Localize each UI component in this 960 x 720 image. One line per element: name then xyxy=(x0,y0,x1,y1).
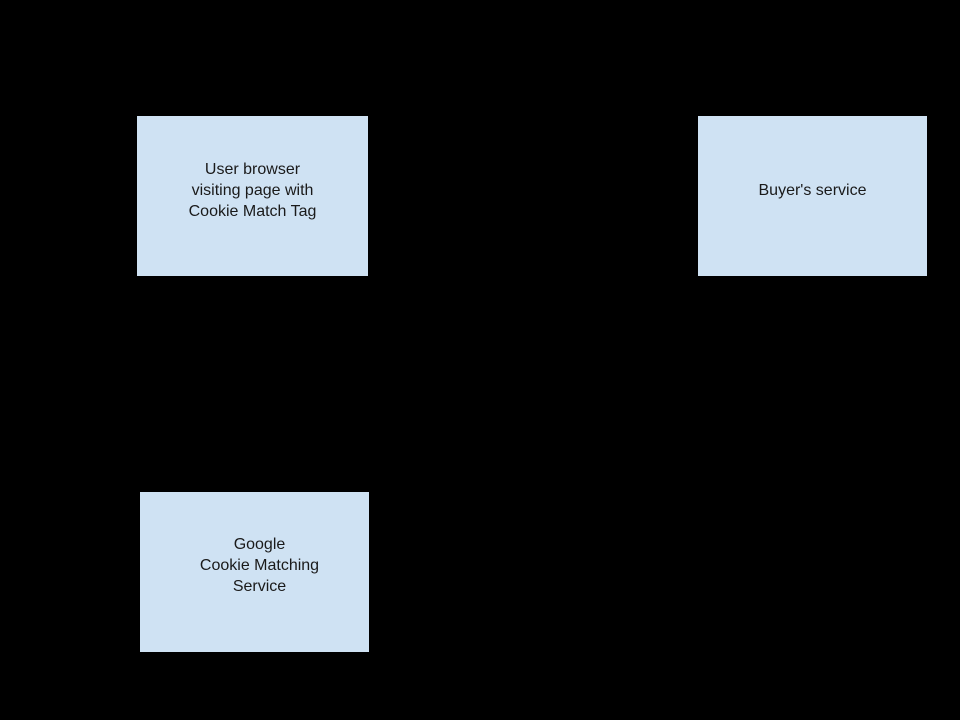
node-buyers-service-label: Buyer's service xyxy=(758,181,867,199)
node-user-browser: User browser visiting page with Cookie M… xyxy=(136,115,369,277)
node-google-cookie-matching-service: Google Cookie Matching Service xyxy=(139,491,370,653)
node-buyers-service: Buyer's service xyxy=(697,115,928,277)
node-user-browser-label: User browser visiting page with Cookie M… xyxy=(188,160,317,220)
node-google-cookie-matching-service-label: Google Cookie Matching Service xyxy=(199,535,320,595)
